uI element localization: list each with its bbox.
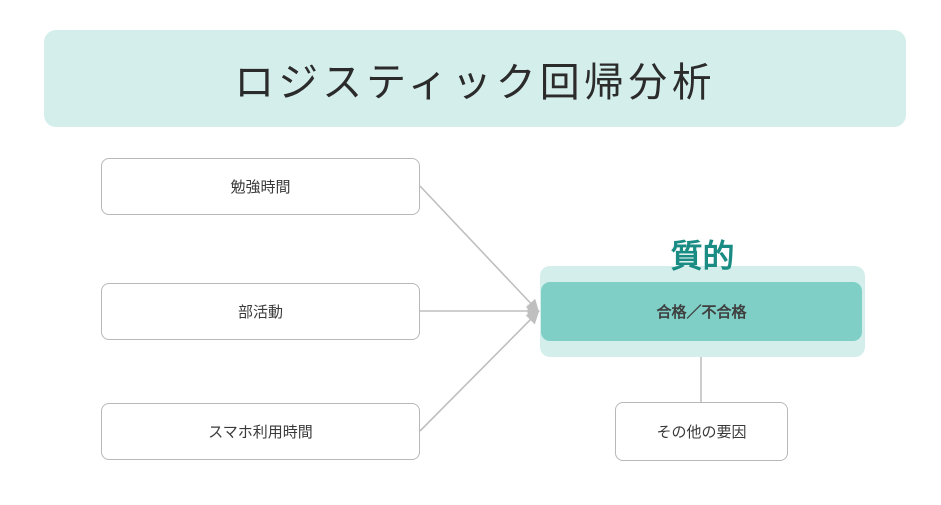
diagram-title: ロジスティック回帰分析 (234, 59, 716, 106)
other-factors-box: その他の要因 (615, 402, 788, 461)
connector-study-time (419, 185, 540, 313)
qualitative-label: 質的 (670, 237, 735, 275)
input-smartphone-time-box: スマホ利用時間 (101, 403, 420, 460)
connector-smartphone-time (419, 310, 540, 432)
other-factors-label: その他の要因 (656, 423, 747, 441)
input-smartphone-time-label: スマホ利用時間 (208, 423, 313, 441)
title-banner: ロジスティック回帰分析 (44, 30, 906, 127)
input-study-time-label: 勉強時間 (230, 178, 291, 196)
outcome-label: 合格／不合格 (656, 303, 747, 321)
input-club-activity-box: 部活動 (101, 283, 420, 340)
outcome-box: 合格／不合格 (541, 282, 862, 341)
input-study-time-box: 勉強時間 (101, 158, 420, 215)
input-club-activity-label: 部活動 (237, 303, 283, 321)
